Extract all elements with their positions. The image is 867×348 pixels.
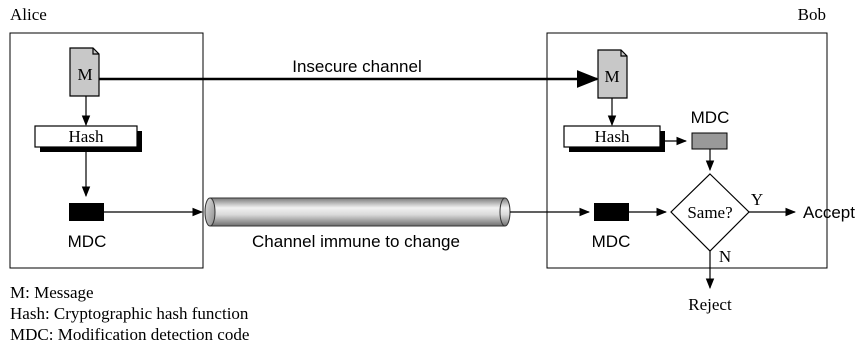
- sender-label: Alice: [10, 5, 47, 24]
- receiver-message-document: M: [597, 49, 628, 99]
- insecure-channel-label: Insecure channel: [292, 57, 421, 76]
- legend-item-hash: Hash: Cryptographic hash function: [10, 304, 249, 323]
- legend-item-message: M: Message: [10, 283, 94, 302]
- sender-message-label: M: [77, 65, 92, 84]
- sender-hash-label: Hash: [69, 127, 104, 146]
- comparison-label: Same?: [687, 203, 732, 222]
- sender-hash-box: Hash: [34, 125, 142, 152]
- legend-item-mdc: MDC: Modification detection code: [10, 325, 249, 344]
- sender-mdc-label: MDC: [68, 232, 107, 251]
- yes-label: Y: [751, 190, 763, 209]
- receiver-computed-mdc-block: [691, 132, 728, 150]
- legend: M: Message Hash: Cryptographic hash func…: [10, 283, 249, 344]
- receiver-hash-label: Hash: [595, 127, 630, 146]
- receiver-received-mdc-label: MDC: [592, 232, 631, 251]
- receiver-box: [546, 32, 828, 269]
- sender-message-document: M: [69, 47, 100, 97]
- no-label: N: [719, 247, 731, 266]
- immune-channel-label: Channel immune to change: [252, 232, 460, 251]
- receiver-computed-mdc-label: MDC: [691, 108, 730, 127]
- receiver-label: Bob: [798, 5, 826, 24]
- immune-channel-pipe: [204, 197, 511, 227]
- receiver-message-label: M: [604, 67, 619, 86]
- accept-label: Accept: [803, 203, 855, 222]
- sender-mdc-block: [69, 203, 104, 221]
- sender-box: [9, 32, 204, 269]
- receiver-hash-box: Hash: [563, 125, 665, 152]
- receiver-received-mdc-block: [594, 203, 629, 221]
- reject-label: Reject: [688, 295, 732, 314]
